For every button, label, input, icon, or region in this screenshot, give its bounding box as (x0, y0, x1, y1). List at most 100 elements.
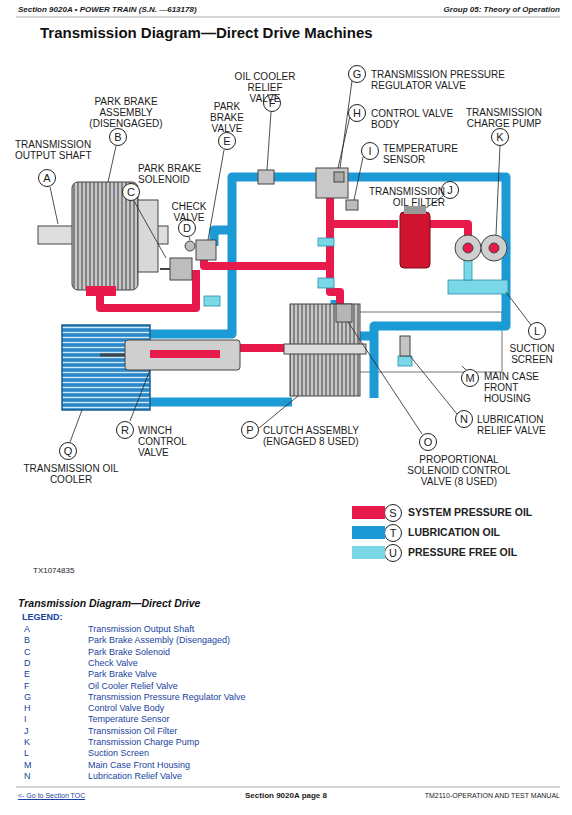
figure-caption: Transmission Diagram—Direct Drive (18, 597, 200, 609)
toc-link: <- Go to Section TOC (18, 792, 85, 799)
park-brake-solenoid (160, 268, 170, 270)
legend-letter: N (24, 771, 31, 781)
leader-lines (50, 81, 531, 442)
callout-letter: K (492, 129, 508, 145)
winch-control-valve (100, 354, 125, 357)
legend-description: Transmission Pressure Regulator Valve (88, 692, 246, 702)
leader-lines (259, 396, 298, 428)
figure-number: TX1074835 (33, 566, 74, 575)
legend-description: Transmission Oil Filter (88, 726, 177, 736)
check-valve (185, 241, 195, 251)
legend-letter: M (24, 760, 32, 770)
legend-letter: C (24, 647, 31, 657)
park-brake-assembly (38, 182, 168, 296)
legend-description: Lubrication Relief Valve (88, 771, 182, 781)
legend-swatch (352, 526, 385, 539)
pressure-free-oil (398, 356, 412, 366)
part-name: LUBRICATION RELIEF VALVE (477, 414, 547, 436)
legend-description: Temperature Sensor (88, 714, 170, 724)
check-valve (185, 241, 195, 251)
callout-circle: JTRANSMISSION OIL FILTER (441, 181, 459, 199)
legend-text: SYSTEM PRESSURE OIL (408, 506, 532, 518)
pressure-lines (204, 224, 330, 266)
legend-letter: I (24, 714, 27, 724)
part-name: CONTROL VALVE BODY (371, 108, 461, 130)
control-valve-body (334, 172, 344, 182)
park-brake-solenoid (170, 258, 192, 280)
legend-description: Check Valve (88, 658, 138, 668)
callout-circle: RWINCH CONTROL VALVE (116, 421, 134, 439)
part-name: OIL COOLER RELIEF VALVE (233, 71, 297, 104)
callout-letter: O (420, 434, 436, 450)
park-brake-solenoid (160, 258, 192, 280)
park-brake-valve (196, 240, 216, 260)
proportional-solenoid (336, 304, 352, 322)
pressure-free-oil (204, 296, 220, 306)
legend-text: LUBRICATION OIL (408, 526, 500, 538)
park-brake-valve (196, 240, 216, 260)
lubrication-lines (150, 398, 292, 407)
leader-lines (506, 292, 531, 325)
oil-cooler-relief-valve (258, 170, 274, 184)
legend-description: Park Brake Solenoid (88, 647, 170, 657)
callout-circle: MMAIN CASE FRONT HOUSING (461, 369, 479, 387)
callout-circle: T (384, 524, 402, 542)
leader-lines (208, 150, 224, 240)
part-name: TRANSMISSION OIL FILTER (353, 186, 445, 208)
diagram-title: Transmission Diagram—Direct Drive Machin… (40, 24, 373, 41)
oil-filter (400, 212, 430, 268)
park-brake-assembly (138, 200, 158, 272)
callout-letter: N (456, 411, 472, 427)
footer-rule (16, 787, 560, 788)
legend-description: Park Brake Valve (88, 669, 157, 679)
callout-letter: G (349, 66, 365, 82)
legend-description: Transmission Output Shaft (88, 624, 194, 634)
lubrication-relief-valve (400, 336, 410, 356)
legend-swatch (352, 506, 385, 519)
part-name: PARK BRAKE VALVE (204, 101, 250, 134)
part-name: CHECK VALVE (167, 201, 211, 223)
temperature-sensor (346, 200, 358, 210)
legend-description: Control Valve Body (88, 703, 164, 713)
leader-lines (348, 322, 422, 434)
callout-circle: CPARK BRAKE SOLENOID (122, 183, 140, 201)
part-name: PROPORTIONAL SOLENOID CONTROL VALVE (8 U… (393, 454, 525, 487)
leader-lines (410, 356, 457, 414)
leader-lines (70, 410, 82, 442)
callout-letter: A (39, 170, 55, 186)
callout-letter: R (117, 422, 133, 438)
callout-circle: HCONTROL VALVE BODY (348, 104, 366, 122)
legend-heading: LEGEND: (22, 612, 63, 622)
winch-control-valve (125, 340, 240, 370)
callout-letter: U (385, 545, 401, 561)
callout-circle: ATRANSMISSION OUTPUT SHAFT (38, 169, 56, 187)
leader-lines (267, 112, 271, 170)
callout-circle: FOIL COOLER RELIEF VALVE (263, 94, 281, 112)
legend-letter: D (24, 658, 31, 668)
header-rule (16, 17, 560, 18)
callout-letter: T (385, 525, 401, 541)
pressure-free-oil (464, 260, 472, 280)
lubrication-relief-valve (400, 336, 410, 356)
page-number: Section 9020A page 8 (186, 791, 386, 800)
control-valve-body (316, 168, 348, 198)
temperature-sensor (346, 200, 358, 210)
leader-lines (50, 187, 58, 224)
legend-description: Oil Cooler Relief Valve (88, 681, 178, 691)
clutch-assembly (284, 304, 366, 396)
leader-lines (496, 146, 500, 235)
legend-letter: L (24, 748, 29, 758)
manual-name: TM2110-OPERATION AND TEST MANUAL (330, 792, 560, 799)
callout-letter: M (462, 370, 478, 386)
section-header: Section 9020A • POWER TRAIN (S.N. —61317… (18, 5, 197, 14)
callout-circle: PCLUTCH ASSEMBLY (ENGAGED 8 USED) (241, 421, 259, 439)
group-header: Group 05: Theory of Operation (360, 5, 560, 14)
winch-control-valve (150, 350, 220, 358)
part-name: TRANSMISSION OIL COOLER (23, 463, 119, 485)
charge-pump (455, 235, 507, 261)
charge-pump (489, 243, 499, 253)
footer-rule (16, 787, 560, 788)
legend-description: Park Brake Assembly (Disengaged) (88, 635, 230, 645)
callout-circle: QTRANSMISSION OIL COOLER (59, 442, 77, 460)
part-name: WINCH CONTROL VALVE (138, 425, 210, 458)
